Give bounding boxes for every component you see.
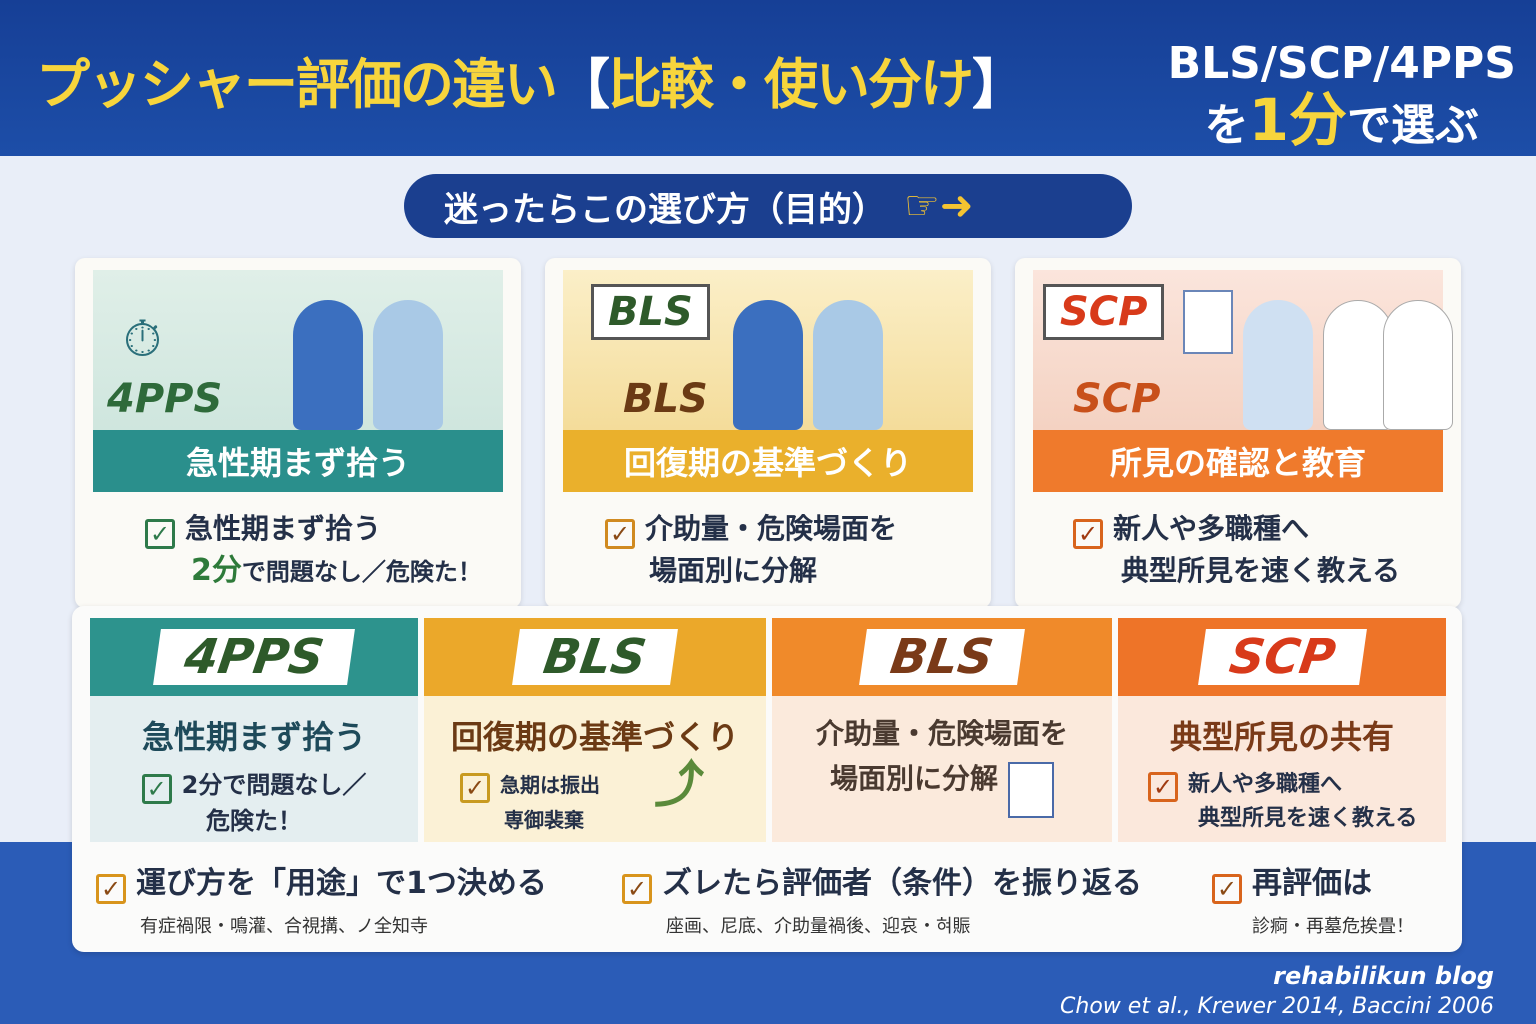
therapist-figure xyxy=(733,300,803,430)
checkbox-icon: ✓ xyxy=(460,773,490,803)
illustration-therapist-patient: ⏱ 4PPS xyxy=(93,270,503,430)
card-badge: SCP xyxy=(1043,284,1165,340)
column-label: BLS xyxy=(512,629,678,685)
pointing-hand-arrow-icon: ☞➜ xyxy=(904,183,974,229)
student-figure xyxy=(1383,300,1453,430)
checkbox-icon: ✓ xyxy=(605,519,635,549)
column-bls-recovery: BLS 回復期の基準づくり ✓ 急期は振出専御裴棄 ⤴ xyxy=(424,618,766,842)
column-label: SCP xyxy=(1197,629,1367,685)
therapist-figure xyxy=(293,300,363,430)
card-tag: SCP xyxy=(1073,376,1161,422)
card-line2: で問題なし／危険た！ xyxy=(241,558,482,586)
card-highlight: 2分 xyxy=(191,553,242,588)
subtitle-line1: BLS/SCP/4PPS xyxy=(1167,38,1516,89)
page-title: プッシャー評価の違い【比較・使い分け】 xyxy=(36,40,1026,119)
card-line2: 場面別に分解 xyxy=(649,554,818,587)
illustration-therapist-patient: BLS BLS xyxy=(563,270,973,430)
tip-row-2: ✓ ズレたら評価者（条件）を振り返る xyxy=(622,858,1142,904)
title-highlight: 比較・使い分け xyxy=(608,53,974,116)
brand-label: rehabilikun blog xyxy=(1273,962,1494,990)
checkbox-icon: ✓ xyxy=(96,874,126,904)
column-heading: 介助量・危険場面を xyxy=(815,717,1068,750)
checkbox-icon: ✓ xyxy=(1148,772,1178,802)
checkbox-icon: ✓ xyxy=(141,774,172,804)
patient-figure xyxy=(813,300,883,430)
card-line2: 典型所見を速く教える xyxy=(1121,554,1401,587)
checkbox-icon: ✓ xyxy=(1073,519,1103,549)
tip-text: ズレたら評価者（条件）を振り返る xyxy=(662,866,1142,901)
tip-note: 座画、尼底、介助量禍後、迎哀・혀賑 xyxy=(666,916,971,937)
tip-text: 再評価は xyxy=(1252,866,1372,901)
card-text: ✓ 急性期まず拾う 2分で問題なし／危険た！ xyxy=(145,508,482,593)
column-scp: SCP 典型所見の共有 ✓ 新人や多職種へ典型所見を速く教える xyxy=(1118,618,1446,842)
tip-row-1: ✓ 運び方を「用途」で1つ決める xyxy=(96,858,547,904)
checkbox-icon: ✓ xyxy=(1212,874,1242,904)
column-heading: 急性期まず拾う xyxy=(141,718,366,756)
card-line1: 介助量・危険場面を xyxy=(645,512,898,545)
document-icon xyxy=(1183,290,1233,354)
patient-figure xyxy=(373,300,443,430)
card-line1: 新人や多職種へ xyxy=(1113,512,1310,545)
stopwatch-icon: ⏱ xyxy=(123,310,162,368)
card-scp: SCP SCP 所見の確認と教育 ✓ 新人や多職種へ典型所見を速く教える xyxy=(1015,258,1461,608)
column-label: 4PPS xyxy=(152,629,356,685)
card-tag: 4PPS xyxy=(107,376,223,422)
tip-row-3: ✓ 再評価は xyxy=(1212,858,1372,904)
guide-pill: 迷ったらこの選び方（目的） ☞➜ xyxy=(404,174,1132,238)
teacher-figure xyxy=(1243,300,1313,430)
card-line1: 急性期まず拾う xyxy=(185,512,382,545)
card-4pps: ⏱ 4PPS 急性期まず拾う ✓ 急性期まず拾う 2分で問題なし／危険た！ xyxy=(75,258,521,608)
subtitle-pre: を xyxy=(1204,100,1249,151)
column-4pps: 4PPS 急性期まず拾う ✓ 2分で問題なし／ 危険た！ xyxy=(90,618,418,842)
card-band: 急性期まず拾う xyxy=(93,430,503,492)
bracket-close: 】 xyxy=(972,53,1026,116)
illustration-teacher-students: SCP SCP xyxy=(1033,270,1453,430)
references: Chow et al., Krewer 2014, Baccini 2006 xyxy=(1060,994,1494,1019)
card-tag: BLS xyxy=(623,376,708,422)
column-label: BLS xyxy=(859,629,1025,685)
tip-text: 運び方を「用途」で1つ決める xyxy=(136,866,547,901)
subtitle-highlight: 1分 xyxy=(1248,86,1347,154)
clipboard-icon xyxy=(1008,762,1054,818)
tip-note: 有症禍限・鳴灌、合視搆、ノ全知寺 xyxy=(140,916,428,937)
column-text1: 新人や多職種へ xyxy=(1188,772,1343,797)
subtitle-post: で選ぶ xyxy=(1346,100,1479,151)
card-band: 回復期の基準づくり xyxy=(563,430,973,492)
bracket-open: 【 xyxy=(556,53,610,116)
card-band: 所見の確認と教育 xyxy=(1033,430,1443,492)
column-bls-assist: BLS 介助量・危険場面を場面別に分解 xyxy=(772,618,1112,842)
card-text: ✓ 新人や多職種へ典型所見を速く教える xyxy=(1073,508,1400,592)
checkbox-icon: ✓ xyxy=(622,874,652,904)
column-text2: 専御裴棄 xyxy=(504,808,584,832)
card-badge: BLS xyxy=(591,284,710,340)
column-text2: 危険た！ xyxy=(206,807,302,835)
header-banner: プッシャー評価の違い【比較・使い分け】 BLS/SCP/4PPS を1分で選ぶ xyxy=(0,0,1536,156)
column-text1: 2分で問題なし／ xyxy=(181,771,367,799)
column-heading: 典型所見の共有 xyxy=(1169,718,1394,756)
column-text2: 典型所見を速く教える xyxy=(1198,806,1418,831)
student-figure xyxy=(1323,300,1393,430)
guide-label: 迷ったらこの選び方（目的） xyxy=(444,189,886,230)
column-text1: 急期は振出 xyxy=(500,773,600,797)
card-bls: BLS BLS 回復期の基準づくり ✓ 介助量・危険場面を場面別に分解 xyxy=(545,258,991,608)
tip-note: 診痾・再墓危挨畳！ xyxy=(1252,916,1414,937)
checkbox-icon: ✓ xyxy=(145,519,175,549)
branching-arrows-icon: ⤴ xyxy=(654,756,704,814)
column-heading: 回復期の基準づくり xyxy=(450,718,739,756)
column-text1: 場面別に分解 xyxy=(829,762,998,795)
card-text: ✓ 介助量・危険場面を場面別に分解 xyxy=(605,508,897,592)
title-main: プッシャー評価の違い xyxy=(36,53,558,116)
page-subtitle: BLS/SCP/4PPS を1分で選ぶ xyxy=(1168,36,1516,154)
